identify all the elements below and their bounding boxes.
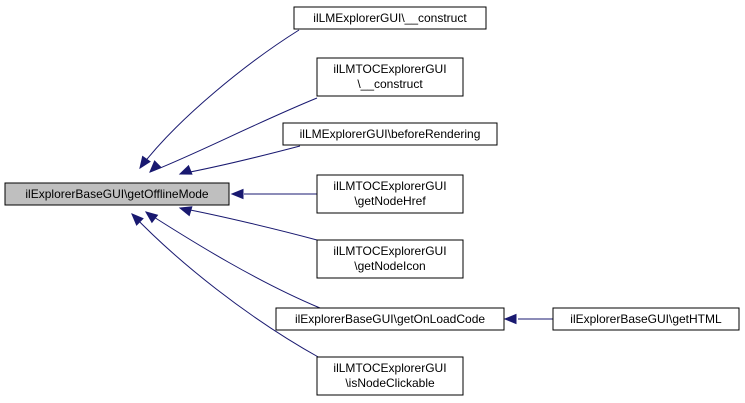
node-caller-lmtocexplorer-getnodehref[interactable]: ilLMTOCExplorerGUI \getNodeHref (316, 174, 464, 214)
node-label-line1: ilLMTOCExplorerGUI (333, 244, 446, 258)
node-label-line1: ilLMTOCExplorerGUI (333, 62, 446, 76)
node-explorerbase-gethtml[interactable]: ilExplorerBaseGUI\getHTML (552, 307, 740, 331)
node-focus[interactable]: ilExplorerBaseGUI\getOfflineMode (4, 182, 230, 206)
edge-c2-focus (149, 97, 318, 173)
node-box (316, 174, 464, 214)
node-caller-lmtocexplorer-construct[interactable]: ilLMTOCExplorerGUI \__construct (316, 57, 464, 97)
node-focus-label: ilExplorerBaseGUI\getOfflineMode (25, 187, 209, 201)
edge-c1-focus-arrowhead (139, 155, 151, 170)
node-label-line2: \isNodeClickable (345, 376, 435, 390)
node-caller-explorerbase-getonloadcode[interactable]: ilExplorerBaseGUI\getOnLoadCode (275, 307, 505, 331)
edge-c3-focus-arrowhead (178, 164, 193, 175)
node-label: ilLMExplorerGUI\__construct (313, 11, 467, 25)
edge-c6-focus (145, 211, 321, 309)
node-label-line2: \getNodeHref (354, 194, 426, 208)
edge-c4-focus-arrowhead (230, 188, 244, 200)
node-caller-lmtocexplorer-isnodeclickable[interactable]: ilLMTOCExplorerGUI \isNodeClickable (316, 356, 464, 396)
node-label-line2: \getNodeIcon (354, 259, 425, 273)
node-box (316, 356, 464, 396)
node-label-line2: \__construct (357, 77, 423, 91)
node-caller-lmtocexplorer-getnodeicon[interactable]: ilLMTOCExplorerGUI \getNodeIcon (316, 239, 464, 279)
edge-c2-focus-arrowhead (149, 160, 162, 173)
edge-c5-focus (179, 207, 318, 241)
node-box (316, 57, 464, 97)
edge-c7-focus-arrowhead (131, 213, 144, 226)
node-label-line1: ilLMTOCExplorerGUI (333, 179, 446, 193)
node-box (282, 122, 498, 146)
node-box (293, 6, 487, 30)
edge-c7-focus (131, 213, 321, 359)
edge-c5-focus-arrowhead (178, 206, 193, 217)
node-caller-lmexplorer-beforerendering[interactable]: ilLMExplorerGUI\beforeRendering (282, 122, 498, 146)
edge-s1-c6-arrowhead (503, 313, 517, 325)
node-box (552, 307, 740, 331)
node-box (275, 307, 505, 331)
node-box (316, 239, 464, 279)
node-label: ilExplorerBaseGUI\getOnLoadCode (295, 312, 485, 326)
node-label: ilLMExplorerGUI\beforeRendering (300, 127, 481, 141)
edge-c1-focus (139, 29, 300, 169)
node-focus-box (4, 182, 230, 206)
edge-c6-focus-arrowhead (144, 211, 159, 224)
edge-c3-focus (179, 145, 301, 175)
node-label-line1: ilLMTOCExplorerGUI (333, 361, 446, 375)
node-label: ilExplorerBaseGUI\getHTML (570, 312, 722, 326)
edges-layer (131, 29, 553, 359)
node-caller-lmexplorer-construct[interactable]: ilLMExplorerGUI\__construct (293, 6, 487, 30)
